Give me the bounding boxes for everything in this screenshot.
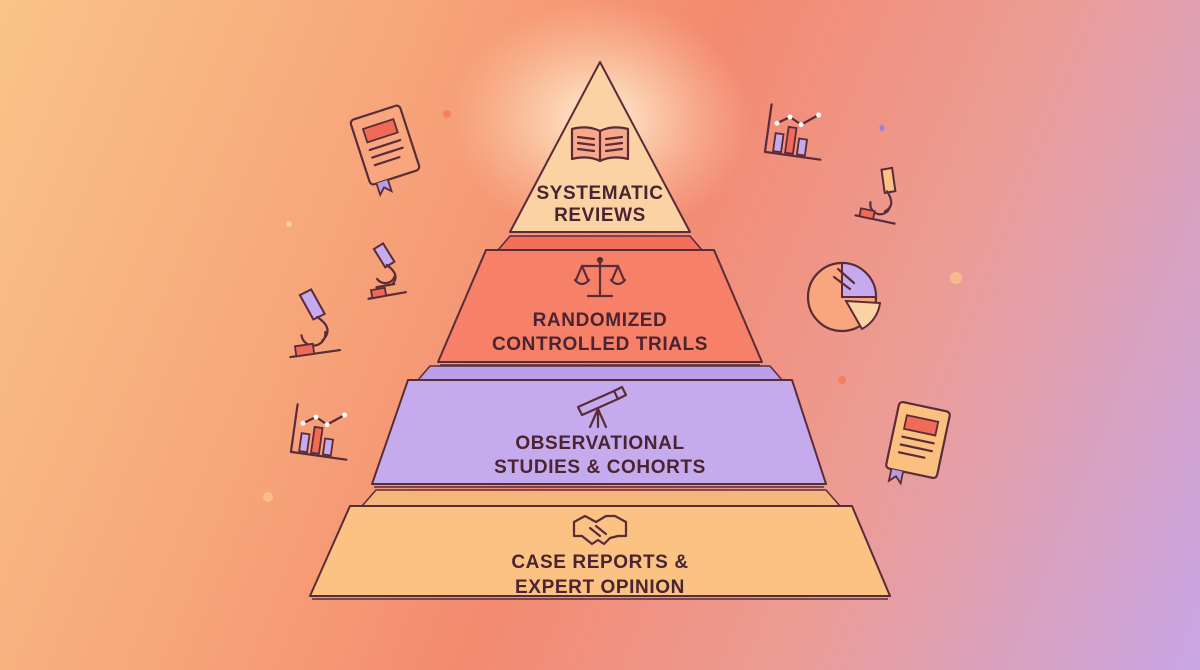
microscope-icon bbox=[289, 288, 342, 359]
microscope-icon bbox=[854, 166, 897, 225]
tier-1-line-1: SYSTEMATIC bbox=[536, 183, 663, 204]
tier-4-shape bbox=[309, 505, 891, 597]
tier-2-line-1: RANDOMIZED bbox=[533, 310, 668, 331]
bar-chart-icon bbox=[289, 403, 348, 461]
sparkle-dot bbox=[443, 110, 451, 118]
sparkle-dot bbox=[950, 272, 962, 284]
open-book-icon bbox=[570, 126, 630, 163]
tier-4-line-2: EXPERT OPINION bbox=[515, 577, 685, 598]
tier-2-line-2: CONTROLLED TRIALS bbox=[492, 334, 708, 355]
tier-2-shape bbox=[437, 249, 763, 363]
tier-1-line-2: REVIEWS bbox=[554, 205, 646, 226]
tier-3-line-2: STUDIES & COHORTS bbox=[494, 457, 706, 478]
sparkle-dot bbox=[286, 221, 292, 227]
book-icon bbox=[885, 400, 951, 486]
pie-chart-icon bbox=[806, 261, 882, 333]
tier-3-shape bbox=[371, 379, 827, 485]
microscope-icon bbox=[367, 242, 407, 300]
bar-chart-icon bbox=[763, 103, 822, 161]
tier-systematic-reviews: SYSTEMATIC REVIEWS bbox=[509, 61, 691, 233]
tier-randomized-trials: RANDOMIZED CONTROLLED TRIALS bbox=[437, 235, 763, 366]
tier-observational: OBSERVATIONAL STUDIES & COHORTS bbox=[371, 365, 827, 488]
sparkle-icon bbox=[879, 124, 885, 132]
tier-4-line-1: CASE REPORTS & bbox=[511, 552, 688, 573]
tier-3-line-1: OBSERVATIONAL bbox=[515, 433, 684, 454]
handshake-icon bbox=[572, 514, 628, 546]
balance-scale-icon bbox=[573, 256, 627, 298]
telescope-icon bbox=[576, 385, 628, 429]
book-icon bbox=[349, 104, 421, 198]
tier-case-reports: CASE REPORTS & EXPERT OPINION bbox=[309, 489, 891, 600]
sparkle-dot bbox=[838, 376, 846, 384]
sparkle-dot bbox=[263, 492, 273, 502]
